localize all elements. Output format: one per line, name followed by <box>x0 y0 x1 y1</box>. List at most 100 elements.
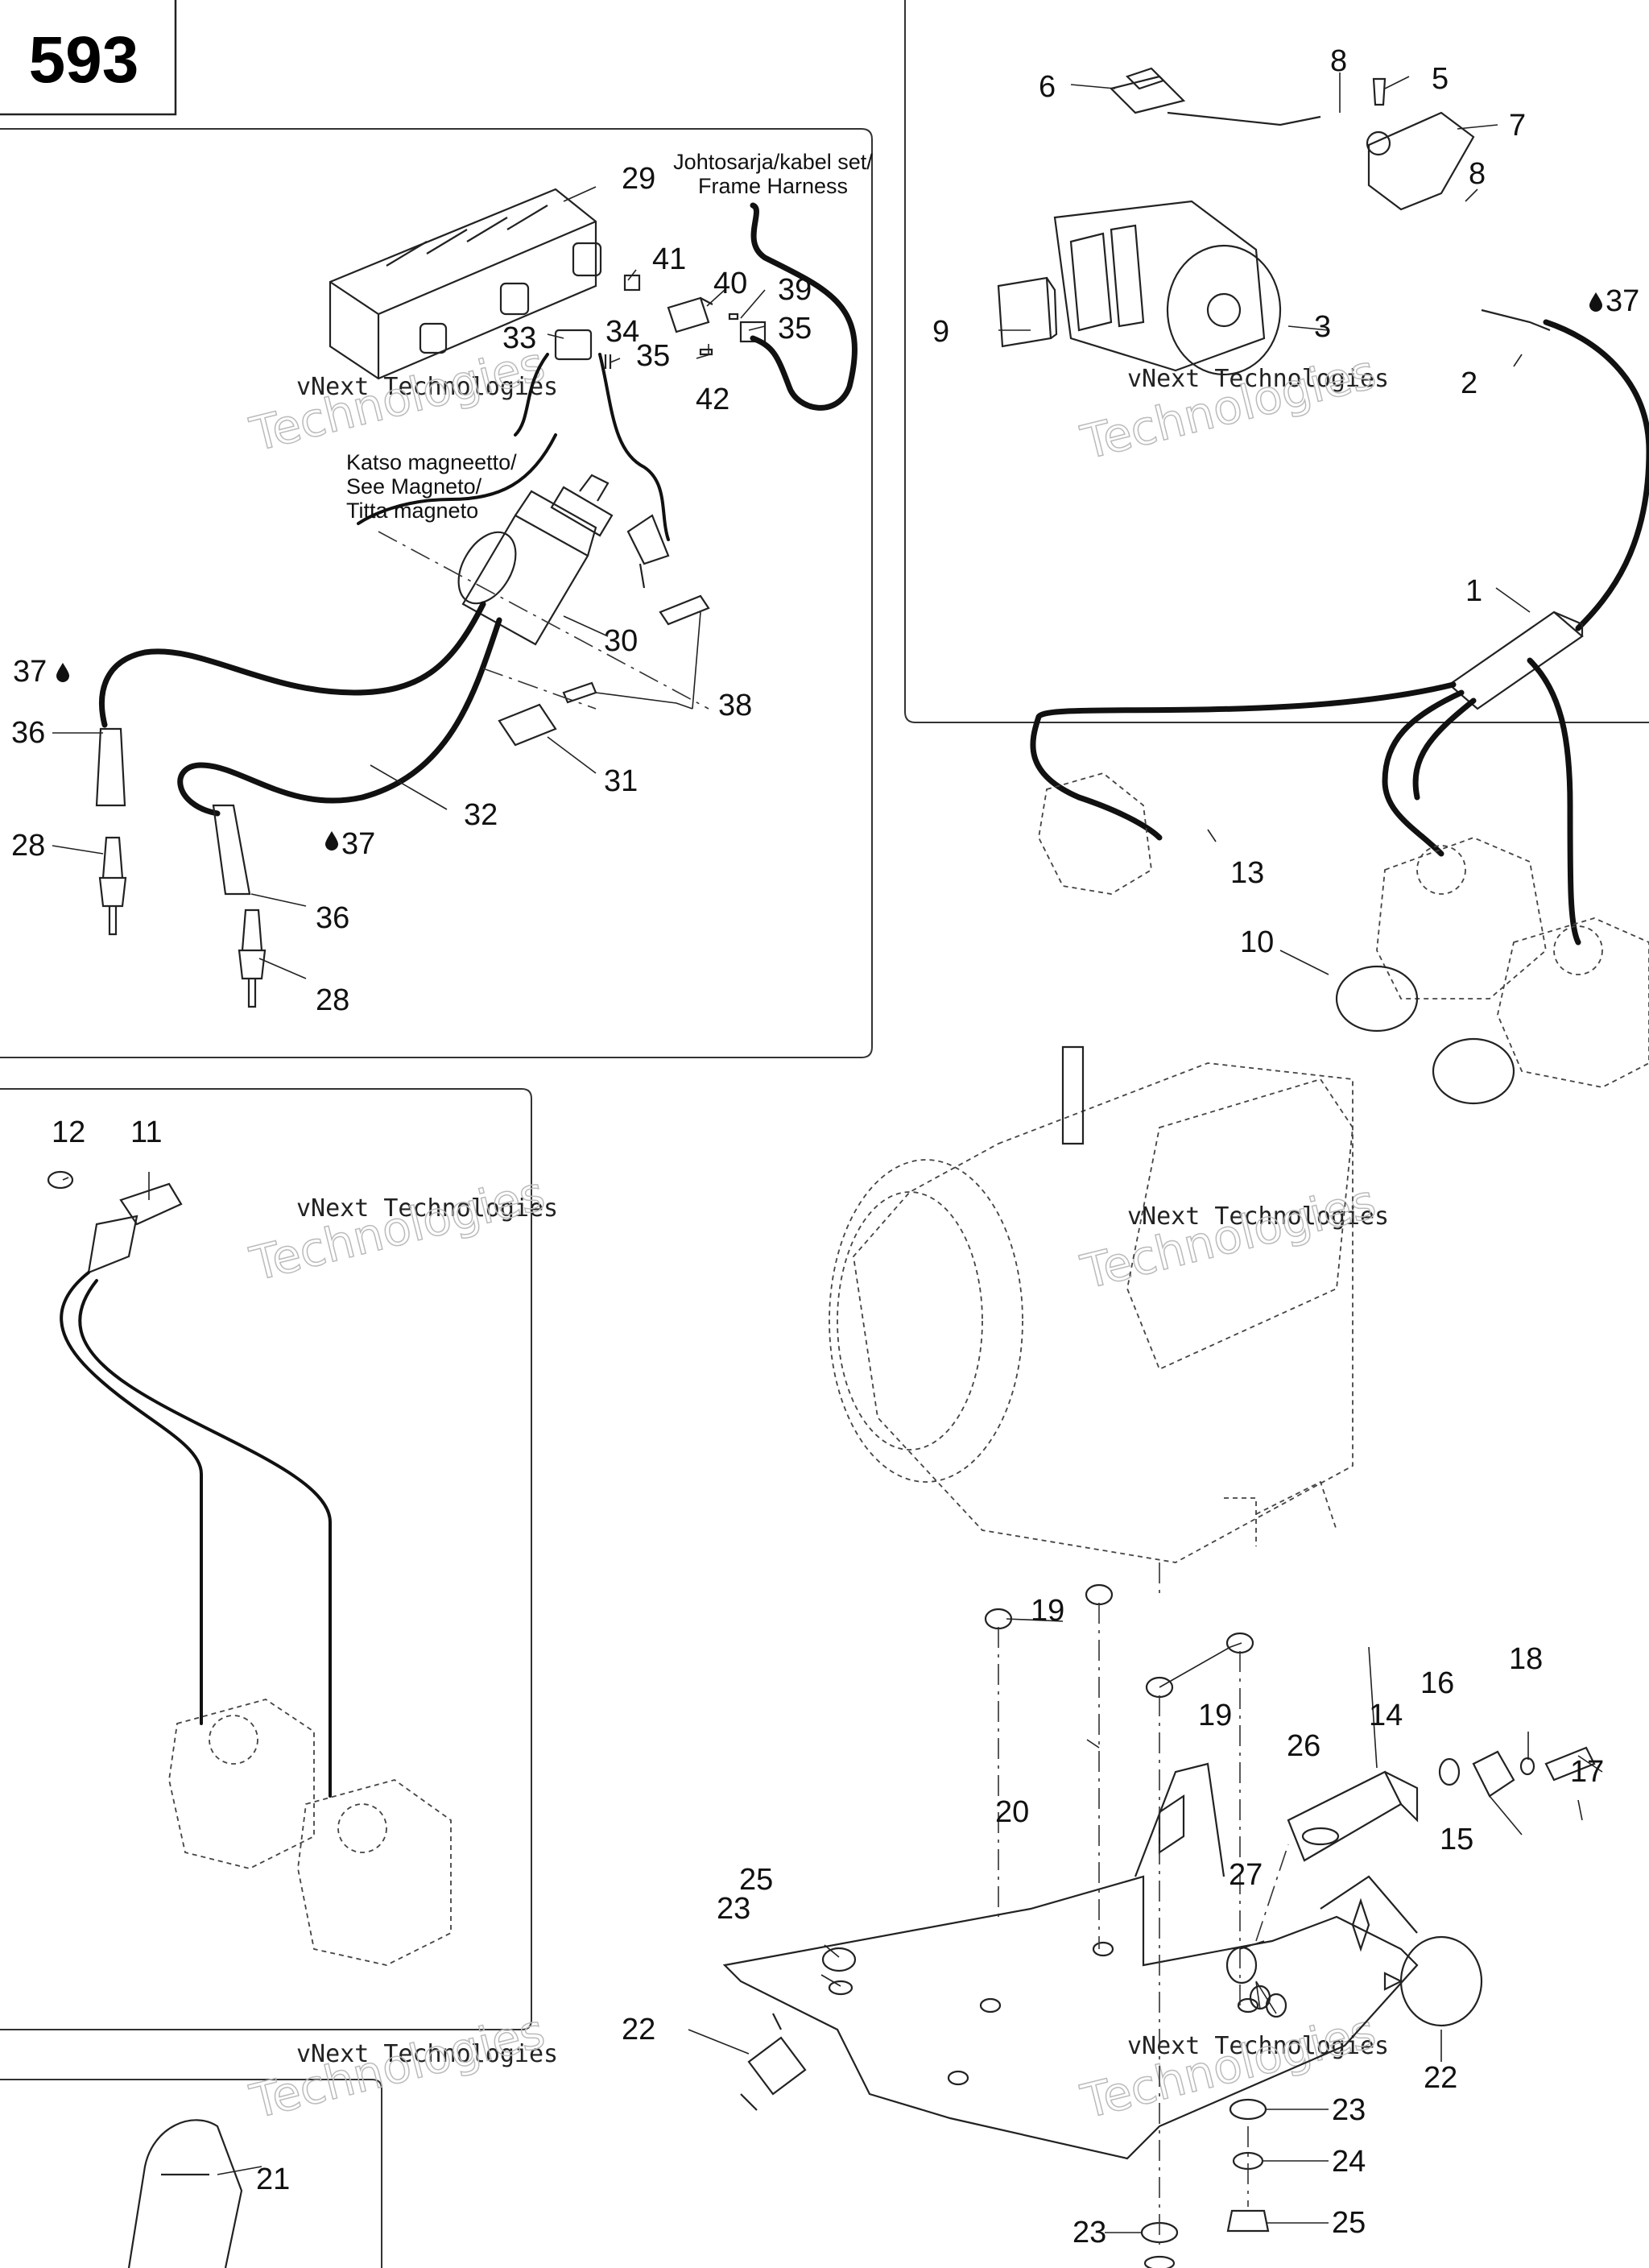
callout-14: 14 <box>1369 1699 1403 1732</box>
callout-16: 16 <box>1420 1666 1454 1700</box>
page-number: 593 <box>29 23 139 97</box>
callout-22b: 22 <box>1424 2061 1457 2095</box>
svg-text:Technologies: Technologies <box>1076 1173 1381 1299</box>
callout-26: 26 <box>1287 1729 1320 1763</box>
carburetors <box>1376 837 1649 1088</box>
callout-34: 34 <box>605 315 639 349</box>
small-screw-5 <box>1372 77 1387 106</box>
tether-panel-frame <box>0 2079 382 2268</box>
callout-25b: 25 <box>1332 2206 1366 2240</box>
callout-6: 6 <box>1039 70 1056 104</box>
watermark-2: vNext Technologies Technologies <box>1075 344 1389 471</box>
callout-27: 27 <box>1229 1858 1263 1892</box>
svg-text:vNext Technologies: vNext Technologies <box>296 1194 558 1223</box>
harness-note-line-2: Frame Harness <box>698 174 848 198</box>
callout-31: 31 <box>604 764 638 798</box>
oil-drop-icon <box>325 831 338 850</box>
mount-axes <box>998 1562 1289 2247</box>
callout-23a: 23 <box>717 1892 750 1926</box>
callout-7: 7 <box>1509 109 1526 143</box>
coil-bracket <box>626 514 670 589</box>
throttle-cable <box>1481 308 1649 631</box>
watermark-5: vNext Technologies Technologies <box>244 2003 558 2130</box>
callout-19a: 19 <box>1031 1594 1064 1628</box>
oil-drop-icon <box>56 663 69 682</box>
callout-41: 41 <box>652 242 686 276</box>
callout-29: 29 <box>622 162 655 196</box>
callout-36a: 36 <box>11 716 45 750</box>
callout-38: 38 <box>718 689 752 722</box>
magneto-note-line-2: See Magneto/ <box>346 474 482 499</box>
screws-and-clip <box>498 594 710 747</box>
callout-13: 13 <box>1230 856 1264 890</box>
ignition-axis <box>378 531 709 710</box>
magneto-note-line-3: Titta magneto <box>346 499 478 523</box>
callout-19b: 19 <box>1198 1699 1232 1732</box>
rubber-mounts <box>740 1935 1483 2111</box>
callout-17: 17 <box>1570 1755 1604 1789</box>
callout-42: 42 <box>696 383 729 416</box>
callout-30: 30 <box>604 624 638 658</box>
svg-text:vNext Technologies: vNext Technologies <box>1127 1202 1389 1231</box>
callout-21: 21 <box>256 2162 290 2196</box>
engine-spark-plug <box>1061 1045 1085 1145</box>
sensor-wires <box>60 1271 332 1798</box>
callout-15: 15 <box>1440 1823 1473 1856</box>
callout-25a: 25 <box>739 1863 773 1897</box>
callout-10: 10 <box>1240 925 1274 959</box>
callout-labels: 29 33 34 41 40 39 35 35 42 30 38 31 32 3… <box>11 44 1639 2249</box>
watermark-3: vNext Technologies Technologies <box>244 1165 558 1293</box>
callout-5: 5 <box>1432 62 1449 96</box>
harness-wires <box>357 202 858 541</box>
callout-22a: 22 <box>622 2013 655 2047</box>
svg-text:Technologies: Technologies <box>245 2003 550 2129</box>
svg-text:Technologies: Technologies <box>245 1165 550 1291</box>
callout-33: 33 <box>502 321 536 355</box>
harness-note-line-1: Johtosarja/kabel set/ <box>673 150 873 174</box>
cdi-module <box>329 188 602 380</box>
throttle-panel-frame <box>904 0 1649 723</box>
magneto-note: Katso magneetto/ See Magneto/ Titta magn… <box>346 450 517 523</box>
spark-plugs <box>98 836 267 1008</box>
callout-37a: 37 <box>13 655 47 689</box>
svg-text:vNext Technologies: vNext Technologies <box>296 2040 558 2068</box>
callout-28b: 28 <box>316 983 349 1017</box>
callout-37b: 37 <box>341 827 375 861</box>
callout-35a: 35 <box>778 312 812 346</box>
carb-clamps <box>1335 965 1515 1105</box>
callout-35b: 35 <box>636 339 670 373</box>
callout-20: 20 <box>995 1795 1029 1829</box>
callout-40: 40 <box>713 267 747 300</box>
oil-drop-icon <box>1589 292 1602 312</box>
callout-32: 32 <box>464 798 498 832</box>
callout-28a: 28 <box>11 829 45 863</box>
svg-text:Technologies: Technologies <box>1076 344 1381 470</box>
callout-8a: 8 <box>1330 44 1347 78</box>
watermark-4: vNext Technologies Technologies <box>1075 1173 1389 1301</box>
ignition-coil <box>457 474 614 646</box>
engine-mount-plate <box>722 1762 1419 2160</box>
callout-37c: 37 <box>1606 284 1639 318</box>
torque-rod-14 <box>1287 1770 1419 1862</box>
oil-pump-phantom <box>1038 772 1152 895</box>
callout-18: 18 <box>1509 1642 1543 1676</box>
carb-cables <box>1030 657 1581 946</box>
cable-junction <box>1448 610 1584 710</box>
callout-2: 2 <box>1461 366 1477 400</box>
tether-21 <box>127 2119 243 2268</box>
page-number-box: 593 <box>0 0 177 116</box>
callout-36b: 36 <box>316 901 349 935</box>
engine-phantom <box>829 1062 1354 1563</box>
throttle-cover <box>997 276 1058 348</box>
svg-text:vNext Technologies: vNext Technologies <box>296 373 558 401</box>
ignition-panel-frame <box>0 128 873 1058</box>
callout-23b: 23 <box>1332 2093 1366 2127</box>
carb-sensor-panel-frame <box>0 1088 532 2030</box>
throttle-lever-7 <box>1366 111 1475 211</box>
callout-11: 11 <box>130 1115 162 1149</box>
spark-plug-leads <box>99 601 502 817</box>
throttle-lever-housing <box>1053 200 1282 376</box>
harness-note: Johtosarja/kabel set/ Frame Harness <box>673 150 873 198</box>
sensor-carburetors <box>168 1699 452 1966</box>
